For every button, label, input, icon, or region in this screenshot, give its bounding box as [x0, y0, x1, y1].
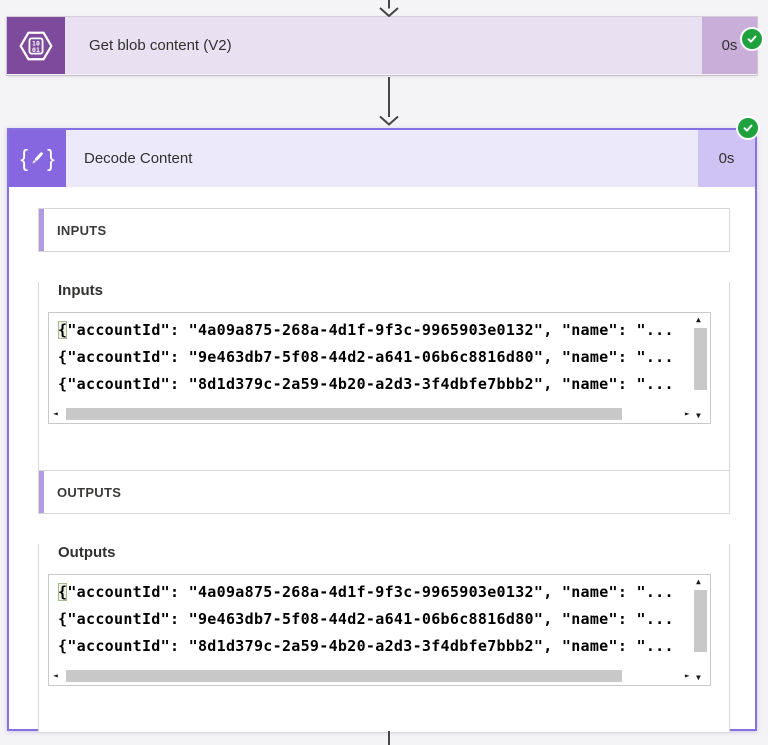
icon-digits-bottom: 01: [32, 46, 40, 54]
connector-arrow-middle: [374, 77, 404, 127]
code-line-text: "accountId": "4a09a875-268a-4d1f-9f3c-99…: [67, 321, 674, 339]
decode-title-area: Decode Content: [66, 130, 698, 187]
inputs-header-label: INPUTS: [57, 222, 107, 238]
inputs-accent-stripe: [39, 209, 44, 251]
connector-line-bottom: [388, 731, 390, 745]
outputs-header-label: OUTPUTS: [57, 484, 122, 500]
arrow-down-icon: [379, 77, 399, 126]
decode-duration-text: 0s: [718, 150, 735, 167]
outputs-code-lines: {"accountId": "4a09a875-268a-4d1f-9f3c-9…: [49, 575, 701, 660]
horizontal-scroll-thumb[interactable]: [66, 670, 622, 682]
scroll-down-arrow[interactable]: ▼: [696, 411, 702, 420]
outputs-section-header: OUTPUTS: [38, 470, 730, 514]
get-blob-title-area: Get blob content (V2): [65, 17, 702, 74]
inputs-code-lines: {"accountId": "4a09a875-268a-4d1f-9f3c-9…: [49, 313, 701, 398]
vertical-scroll-thumb[interactable]: [694, 590, 707, 652]
scroll-left-arrow[interactable]: ◄: [53, 671, 59, 680]
inputs-section: INPUTS Inputs {"accountId": "4a09a875-26…: [38, 208, 730, 473]
success-check-badge: [740, 27, 764, 51]
checkmark-icon: [747, 35, 757, 43]
text-cursor-char: {: [58, 321, 68, 339]
decode-title: Decode Content: [84, 150, 193, 167]
action-card-decode-content: { } Decode Content 0s: [7, 116, 760, 733]
horizontal-scrollbar[interactable]: ◄ ►: [51, 669, 692, 683]
inputs-section-header: INPUTS: [38, 208, 730, 252]
connector-arrow-top: [374, 0, 404, 18]
get-blob-duration-text: 0s: [721, 37, 738, 54]
outputs-section: OUTPUTS Outputs {"accountId": "4a09a875-…: [38, 470, 730, 733]
get-blob-title: Get blob content (V2): [89, 37, 232, 54]
inputs-section-body: Inputs {"accountId": "4a09a875-268a-4d1f…: [38, 282, 730, 473]
checkmark-icon: [743, 124, 753, 132]
get-blob-card-header[interactable]: 10 01 Get blob content (V2) 0s: [7, 17, 757, 74]
blob-hexagon-icon: 10 01: [19, 31, 53, 60]
inputs-code-viewer[interactable]: {"accountId": "4a09a875-268a-4d1f-9f3c-9…: [48, 312, 711, 424]
scroll-up-arrow[interactable]: ▲: [696, 577, 702, 586]
pen-icon: [32, 152, 43, 164]
azure-blob-storage-icon: 10 01: [7, 17, 65, 74]
decode-card-header[interactable]: { } Decode Content 0s: [9, 130, 755, 187]
code-line: {"accountId": "8d1d379c-2a59-4b20-a2d3-3…: [58, 375, 674, 393]
vertical-scrollbar[interactable]: ▲ ▼: [693, 315, 708, 421]
outputs-field-label: Outputs: [58, 544, 116, 561]
inputs-field-label: Inputs: [58, 282, 103, 299]
code-line: {"accountId": "8d1d379c-2a59-4b20-a2d3-3…: [58, 637, 674, 655]
horizontal-scroll-thumb[interactable]: [66, 408, 622, 420]
scroll-up-arrow[interactable]: ▲: [696, 315, 702, 324]
scroll-right-arrow[interactable]: ►: [684, 409, 690, 418]
arrow-down-icon: [379, 0, 399, 18]
vertical-scroll-thumb[interactable]: [694, 328, 707, 390]
action-card-get-blob-content: 10 01 Get blob content (V2) 0s: [7, 17, 764, 75]
code-line: {"accountId": "9e463db7-5f08-44d2-a641-0…: [58, 348, 674, 366]
scroll-right-arrow[interactable]: ►: [684, 671, 690, 680]
vertical-scrollbar[interactable]: ▲ ▼: [693, 577, 708, 683]
scroll-left-arrow[interactable]: ◄: [53, 409, 59, 418]
outputs-accent-stripe: [39, 471, 44, 513]
code-line: {"accountId": "4a09a875-268a-4d1f-9f3c-9…: [58, 317, 701, 344]
outputs-code-viewer[interactable]: {"accountId": "4a09a875-268a-4d1f-9f3c-9…: [48, 574, 711, 686]
code-line: {"accountId": "9e463db7-5f08-44d2-a641-0…: [58, 610, 674, 628]
code-line-text: "accountId": "4a09a875-268a-4d1f-9f3c-99…: [67, 583, 674, 601]
scroll-down-arrow[interactable]: ▼: [696, 673, 702, 682]
success-check-badge: [736, 116, 760, 140]
text-cursor-char: {: [58, 583, 68, 601]
icon-digits-top: 10: [32, 39, 40, 47]
outputs-section-body: Outputs {"accountId": "4a09a875-268a-4d1…: [38, 544, 730, 733]
brace-open: {: [20, 145, 28, 171]
horizontal-scrollbar[interactable]: ◄ ►: [51, 407, 692, 421]
brace-close: }: [47, 145, 55, 171]
data-operations-icon: { }: [9, 130, 66, 187]
code-line: {"accountId": "4a09a875-268a-4d1f-9f3c-9…: [58, 579, 701, 606]
